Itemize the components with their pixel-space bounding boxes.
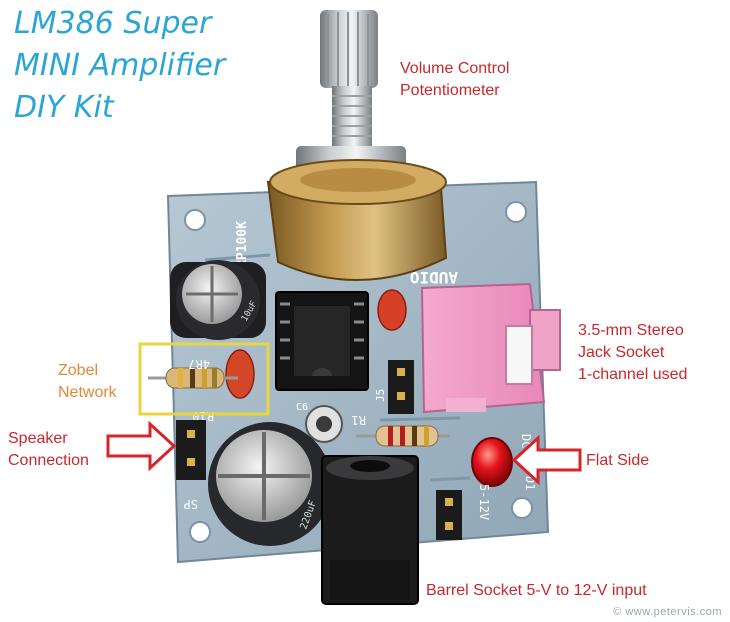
- sp-marking: SP: [184, 497, 198, 511]
- led: D1 DC: [471, 434, 537, 490]
- capacitor-large: 220uF: [208, 422, 332, 546]
- jack-label-line-2: Jack Socket: [578, 344, 665, 361]
- speaker-header: SP: [176, 420, 206, 511]
- header-j5: J5: [374, 360, 414, 414]
- r1-marking: R1: [352, 413, 366, 427]
- title-line-3: DIY Kit: [14, 90, 114, 125]
- j5-marking: J5: [374, 389, 387, 402]
- lm386-ic: [275, 291, 369, 391]
- r7-marking: 4R7: [188, 357, 210, 371]
- jack-label-line-1: 3.5-mm Stereo: [578, 322, 684, 339]
- ceramic-capacitors: [225, 289, 407, 399]
- power-marking: 5-12V: [477, 484, 491, 520]
- barrel-label: Barrel Socket 5-V to 12-V input: [426, 582, 647, 599]
- jack-label-line-3: 1-channel used: [578, 366, 688, 383]
- title-line-2: MINI Amplifier: [14, 48, 226, 83]
- speaker-arrow-icon: [106, 420, 177, 472]
- zobel-highlight-box: [138, 342, 270, 416]
- capacitor-small: 10uF: [170, 260, 266, 340]
- r1-resistor: R1: [352, 413, 450, 447]
- flat-side-label: Flat Side: [586, 452, 650, 469]
- flat-side-arrow-icon: [511, 434, 582, 486]
- zobel-label-line-2: Network: [58, 384, 117, 401]
- zobel-label-line-1: Zobel: [58, 362, 99, 379]
- audio-jack: AUDIO: [410, 268, 561, 414]
- speaker-label-line-2: Connection: [8, 452, 89, 469]
- trimmer: C6: [296, 402, 343, 443]
- c6-marking: C6: [296, 402, 308, 413]
- barrel-socket: [321, 455, 419, 605]
- volume-label-line-1: Volume Control: [400, 60, 510, 77]
- volume-label-line-2: Potentiometer: [400, 82, 500, 99]
- power-header: 5-12V: [436, 484, 491, 540]
- audio-marking: AUDIO: [410, 268, 458, 287]
- title-line-1: LM386 Super: [14, 6, 212, 41]
- speaker-label-line-1: Speaker: [8, 430, 68, 447]
- watermark: © www.petervis.com: [613, 606, 722, 618]
- potentiometer: RP100K: [235, 10, 448, 281]
- pot-marking: RP100K: [235, 221, 250, 268]
